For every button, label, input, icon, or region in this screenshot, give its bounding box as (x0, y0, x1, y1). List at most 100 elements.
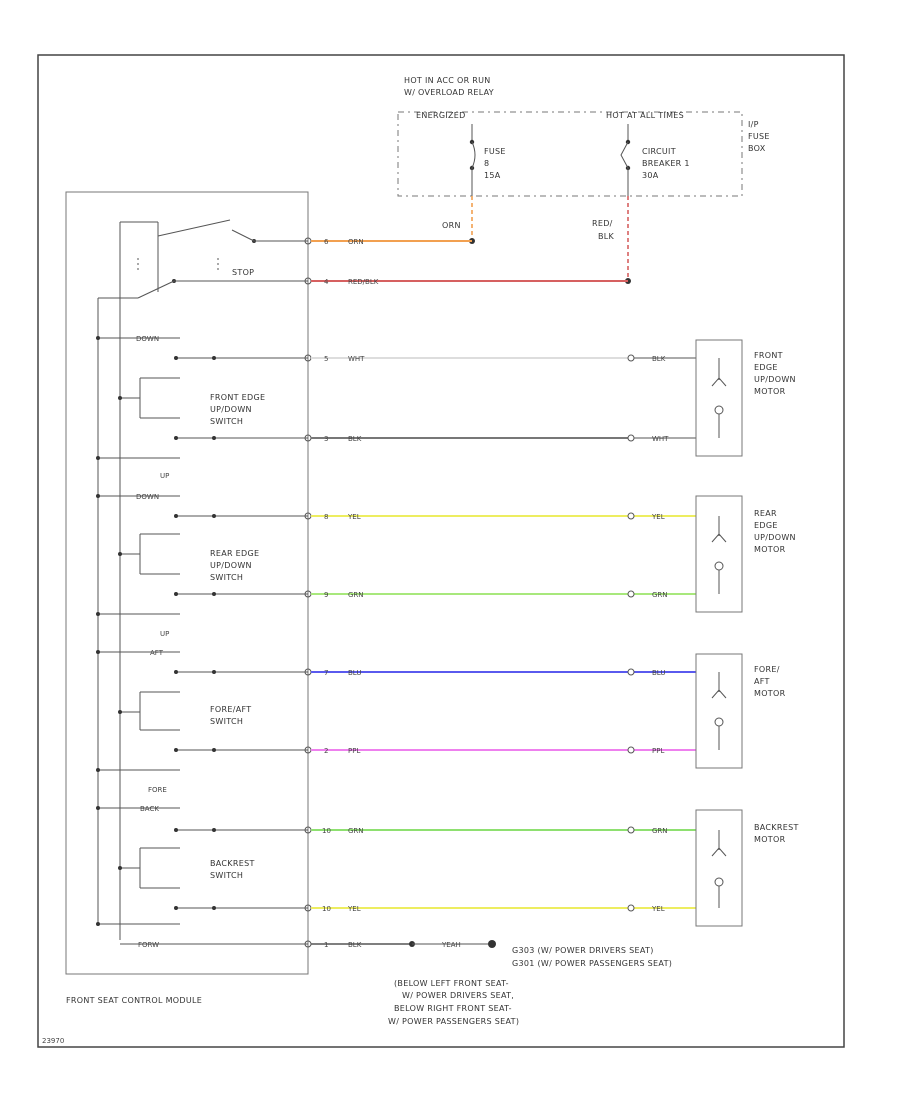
motor-rear-edge-label-4: MOTOR (754, 545, 786, 554)
motor-fore-aft-label-1: FORE/ (754, 665, 780, 674)
down-label-1: DOWN (136, 335, 159, 343)
module-label: FRONT SEAT CONTROL MODULE (66, 996, 202, 1005)
wire-wht-right-label: BLK (652, 355, 666, 363)
fuse-symbol (469, 124, 476, 196)
wire-blk-label: BLK (348, 435, 362, 443)
wire-grn2-label: GRN (348, 827, 364, 835)
forw-label: FORW (138, 941, 159, 949)
wire-blk-right-label: WHT (652, 435, 669, 443)
up-label-1: UP (160, 472, 169, 480)
wire-wht-label: WHT (348, 355, 365, 363)
backrest-switch-label-1: BACKREST (210, 859, 255, 868)
breaker-label-2: BREAKER 1 (642, 159, 690, 168)
motor-fore-aft (695, 653, 743, 769)
wire-orn-label: ORN (348, 238, 364, 246)
circuit-breaker-symbol (620, 124, 631, 196)
wire-grn1-label: GRN (348, 591, 364, 599)
wire-blu-pin: 7 (324, 669, 328, 677)
redblk-feed-label-2: BLK (598, 232, 615, 241)
motor-rear-edge-label-3: UP/DOWN (754, 533, 796, 542)
motor-fore-aft-label-2: AFT (754, 677, 770, 686)
wire-blk-pin: 3 (324, 435, 328, 443)
orn-feed-label: ORN (442, 221, 461, 230)
ground-location-1: (BELOW LEFT FRONT SEAT- (394, 979, 509, 988)
wire-grn1-right-label: GRN (652, 591, 668, 599)
fuse-box-label-2: FUSE (748, 132, 770, 141)
redblk-feed-label-1: RED/ (592, 219, 613, 228)
motor-rear-edge (695, 495, 743, 613)
ground-label-1: G303 (W/ POWER DRIVERS SEAT) (512, 946, 654, 955)
down-label-2: DOWN (136, 493, 159, 501)
wire-yel1-right-label: YEL (651, 513, 665, 521)
fore-aft-switch-label-1: FORE/AFT (210, 705, 251, 714)
back-label: BACK (140, 805, 159, 813)
aft-label: AFT (150, 649, 164, 657)
wire-blu-label: BLU (348, 669, 361, 677)
motor-fore-aft-label-3: MOTOR (754, 689, 786, 698)
front-edge-switch-label-2: UP/DOWN (210, 405, 252, 414)
breaker-label-3: 30A (642, 171, 659, 180)
control-module-box (65, 191, 309, 975)
wire-redblk-label: RED/BLK (348, 278, 379, 286)
relay-label-1: HOT IN ACC OR RUN (404, 76, 491, 85)
wire-ground-pin: 1 (324, 941, 328, 949)
wire-yel1-pin: 8 (324, 513, 328, 521)
wire-ppl-label: PPL (348, 747, 360, 755)
relay-label-2: W/ OVERLOAD RELAY (404, 88, 494, 97)
motor-front-edge-label-1: FRONT (754, 351, 783, 360)
wire-yel2-right-label: YEL (651, 905, 665, 913)
wire-wht-pin: 5 (324, 355, 328, 363)
diagram-frame (37, 54, 845, 1048)
front-edge-switch-label-1: FRONT EDGE (210, 393, 265, 402)
diagram-code: 23970 (42, 1037, 64, 1045)
backrest-switch-label-2: SWITCH (210, 871, 243, 880)
motor-front-edge (695, 339, 743, 457)
fuse-box-label-3: BOX (748, 144, 766, 153)
ground-label-2: G301 (W/ POWER PASSENGERS SEAT) (512, 959, 672, 968)
wire-ppl-pin: 2 (324, 747, 328, 755)
fuse-block-box (397, 111, 743, 197)
relay-label-3: ENERGIZED (416, 111, 466, 120)
motor-front-edge-label-2: EDGE (754, 363, 778, 372)
rear-edge-switch-label-3: SWITCH (210, 573, 243, 582)
wire-blu-right-label: BLU (652, 669, 665, 677)
ground-wire-right-label: YEAH (441, 941, 461, 949)
wire-grn2-pin: 10 (322, 827, 331, 835)
fuse-label-2: 8 (484, 159, 489, 168)
wire-yel1-label: YEL (347, 513, 361, 521)
wire-yel2-pin: 10 (322, 905, 331, 913)
wire-ppl-right-label: PPL (652, 747, 664, 755)
motor-side-wires (627, 354, 696, 912)
up-label-2: UP (160, 630, 169, 638)
module-power-switch (98, 219, 308, 940)
motor-front-edge-label-4: MOTOR (754, 387, 786, 396)
wire-orn-pin: 6 (324, 238, 329, 246)
fore-label: FORE (148, 786, 167, 794)
fuse-label-1: FUSE (484, 147, 506, 156)
fuse-label-3: 15A (484, 171, 501, 180)
ground-location-3: BELOW RIGHT FRONT SEAT- (394, 1004, 512, 1013)
wire-grn2-right-label: GRN (652, 827, 668, 835)
stop-label: STOP (232, 268, 254, 277)
motor-rear-edge-label-1: REAR (754, 509, 777, 518)
breaker-label-1: CIRCUIT (642, 147, 676, 156)
motor-backrest-label-1: BACKREST (754, 823, 799, 832)
front-edge-switch-label-3: SWITCH (210, 417, 243, 426)
ground-location-2: W/ POWER DRIVERS SEAT, (402, 991, 514, 1000)
hot-all-times-label: HOT AT ALL TIMES (606, 111, 684, 120)
ground-symbol (409, 940, 496, 948)
motor-backrest-label-2: MOTOR (754, 835, 786, 844)
wire-grn1-pin: 9 (324, 591, 328, 599)
wire-redblk-pin: 4 (324, 278, 329, 286)
fore-aft-switch-label-2: SWITCH (210, 717, 243, 726)
wire-yel2-label: YEL (347, 905, 361, 913)
motor-front-edge-label-3: UP/DOWN (754, 375, 796, 384)
motor-backrest (695, 809, 743, 927)
ground-location-4: W/ POWER PASSENGERS SEAT) (388, 1017, 519, 1026)
rear-edge-switch-label-1: REAR EDGE (210, 549, 259, 558)
switch-contacts (96, 336, 308, 945)
rear-edge-switch-label-2: UP/DOWN (210, 561, 252, 570)
fuse-box-label-1: I/P (748, 120, 759, 129)
wire-ground-label: BLK (348, 941, 362, 949)
